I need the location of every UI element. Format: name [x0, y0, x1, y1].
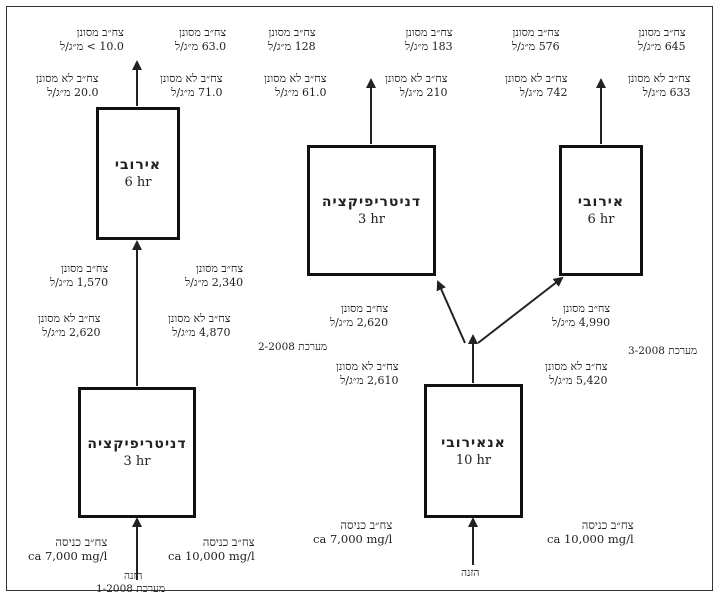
s3-aero-out-1-filtered: צח״ב מסונן 576 מ״ג/ל [512, 26, 560, 53]
s23-mid-right-filtered: צח״ב מסונן 4,990 מ״ג/ל [552, 302, 611, 329]
s1-aerobic-time: 6 hr [124, 175, 152, 190]
s23-anaerobic-time: 10 hr [455, 452, 492, 468]
s1-inlet-right: צח״ב כניסה ca 10,000 mg/l [168, 535, 255, 563]
s1-out-right-filtered: צח״ב מסונן 63.0 מ״ג/ל [175, 26, 227, 53]
s23-inlet-right: צח״ב כניסה ca 10,000 mg/l [547, 518, 634, 546]
s23-inlet-left: צח״ב כניסה ca 7,000 mg/l [313, 518, 393, 546]
s3-aero-out-2-filtered: צח״ב מסונן 645 מ״ג/ל [638, 26, 686, 53]
s23-anaerobic-box: אנאירובי 10 hr [424, 384, 523, 518]
s1-aerobic-box: אירובי 6 hr [96, 107, 180, 240]
s3-aerobic-time: 6 hr [587, 212, 615, 227]
s2-den-out-2-unfiltered: צח״ב לא מסונן 210 מ״ג/ל [385, 72, 448, 99]
s2-denit-time: 3 hr [358, 212, 385, 227]
s23-anaerobic-name: אנאירובי [441, 434, 506, 451]
s1-mid-left-filtered: צח״ב מסונן 1,570 מ״ג/ל [50, 262, 109, 289]
s2-den-out-1-unfiltered: צח״ב לא מסונן 61.0 מ״ג/ל [264, 72, 327, 99]
s3-aero-out-1-unfiltered: צח״ב לא מסונן 742 מ״ג/ל [505, 72, 568, 99]
s2-system-label: מערכת 2-2008 [258, 341, 328, 353]
s3-aero-out-2-unfiltered: צח״ב לא מסונן 633 מ״ג/ל [628, 72, 691, 99]
s1-denitrification-box: דניטריפיקציה 3 hr [78, 387, 196, 518]
s1-mid-right-unfiltered: צח״ב לא מסונן 4,870 מ״ג/ל [168, 312, 231, 339]
s23-feed-label: הזנה [461, 567, 480, 579]
arrow-s23-to-denit [436, 280, 466, 344]
s2-denitrification-box: דניטריפיקציה 3 hr [307, 145, 436, 276]
s1-denit-name: דניטריפיקציה [87, 436, 187, 452]
s1-out-right-unfiltered: צח״ב לא מסונן 71.0 מ״ג/ל [160, 72, 223, 99]
s1-out-left-filtered: צח״ב מסונן 10.0 > מ״ג/ל [60, 26, 124, 53]
s3-system-label: מערכת 3-2008 [628, 345, 698, 357]
s3-aerobic-name: אירובי [577, 194, 625, 210]
s1-mid-right-filtered: צח״ב מסונן 2,340 מ״ג/ל [185, 262, 244, 289]
s1-feed-label: הזנה [124, 570, 143, 582]
diagram-frame [6, 6, 713, 591]
s1-inlet-left: צח״ב כניסה ca 7,000 mg/l [28, 535, 108, 563]
s23-mid-left-filtered: צח״ב מסונן 2,620 מ״ג/ל [330, 302, 389, 329]
s23-mid-left-unfiltered: צח״ב לא מסונן 2,610 מ״ג/ל [336, 360, 399, 387]
s1-out-left-unfiltered: צח״ב לא מסונן 20.0 מ״ג/ל [36, 72, 99, 99]
s3-aerobic-box: אירובי 6 hr [559, 145, 643, 276]
s23-mid-right-unfiltered: צח״ב לא מסונן 5,420 מ״ג/ל [545, 360, 608, 387]
s1-denit-time: 3 hr [123, 454, 151, 469]
s2-den-out-2-filtered: צח״ב מסונן 183 מ״ג/ל [405, 26, 453, 53]
arrow-s23-to-aero [477, 276, 564, 344]
s1-aerobic-name: אירובי [114, 157, 162, 173]
s2-denit-name: דניטריפיקציה [321, 194, 422, 210]
s2-den-out-1-filtered: צח״ב מסונן 128 מ״ג/ל [268, 26, 316, 53]
s1-mid-left-unfiltered: צח״ב לא מסונן 2,620 מ״ג/ל [38, 312, 101, 339]
s1-system-label: מערכת 1-2008 [96, 583, 166, 595]
